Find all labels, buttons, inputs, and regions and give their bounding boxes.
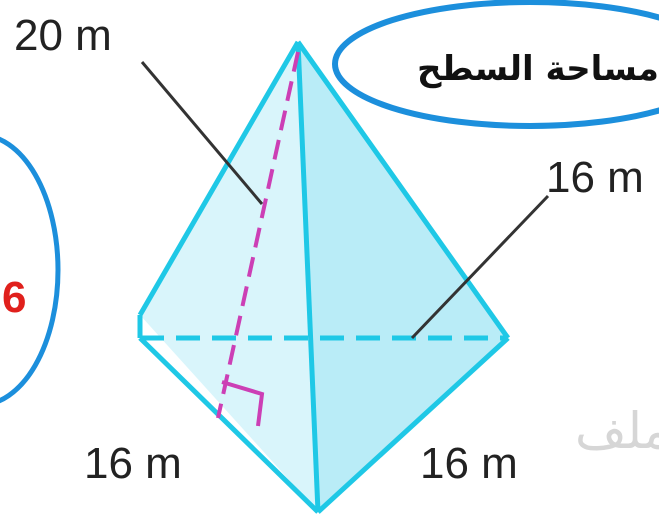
circled-number: 6 bbox=[2, 273, 26, 322]
left-face bbox=[140, 42, 318, 512]
label-slant-height: 20 m bbox=[14, 11, 112, 60]
right-angle-mark bbox=[221, 380, 265, 427]
watermark-text: تم تحميل هذا الملف bbox=[575, 402, 659, 460]
top-right-oval bbox=[332, 0, 659, 129]
left-circle bbox=[0, 136, 61, 404]
pyramid-edges bbox=[137, 40, 511, 514]
circled-arabic-text: مساحة السطح bbox=[417, 49, 659, 89]
right-face bbox=[298, 42, 508, 512]
label-bottom-right: 16 m bbox=[420, 439, 518, 488]
label-bottom-left: 16 m bbox=[84, 439, 182, 488]
slant-height-line bbox=[216, 51, 300, 419]
leader-slant bbox=[140, 61, 264, 205]
label-top-edge: 16 m bbox=[546, 153, 644, 202]
leader-top-edge bbox=[410, 194, 550, 340]
